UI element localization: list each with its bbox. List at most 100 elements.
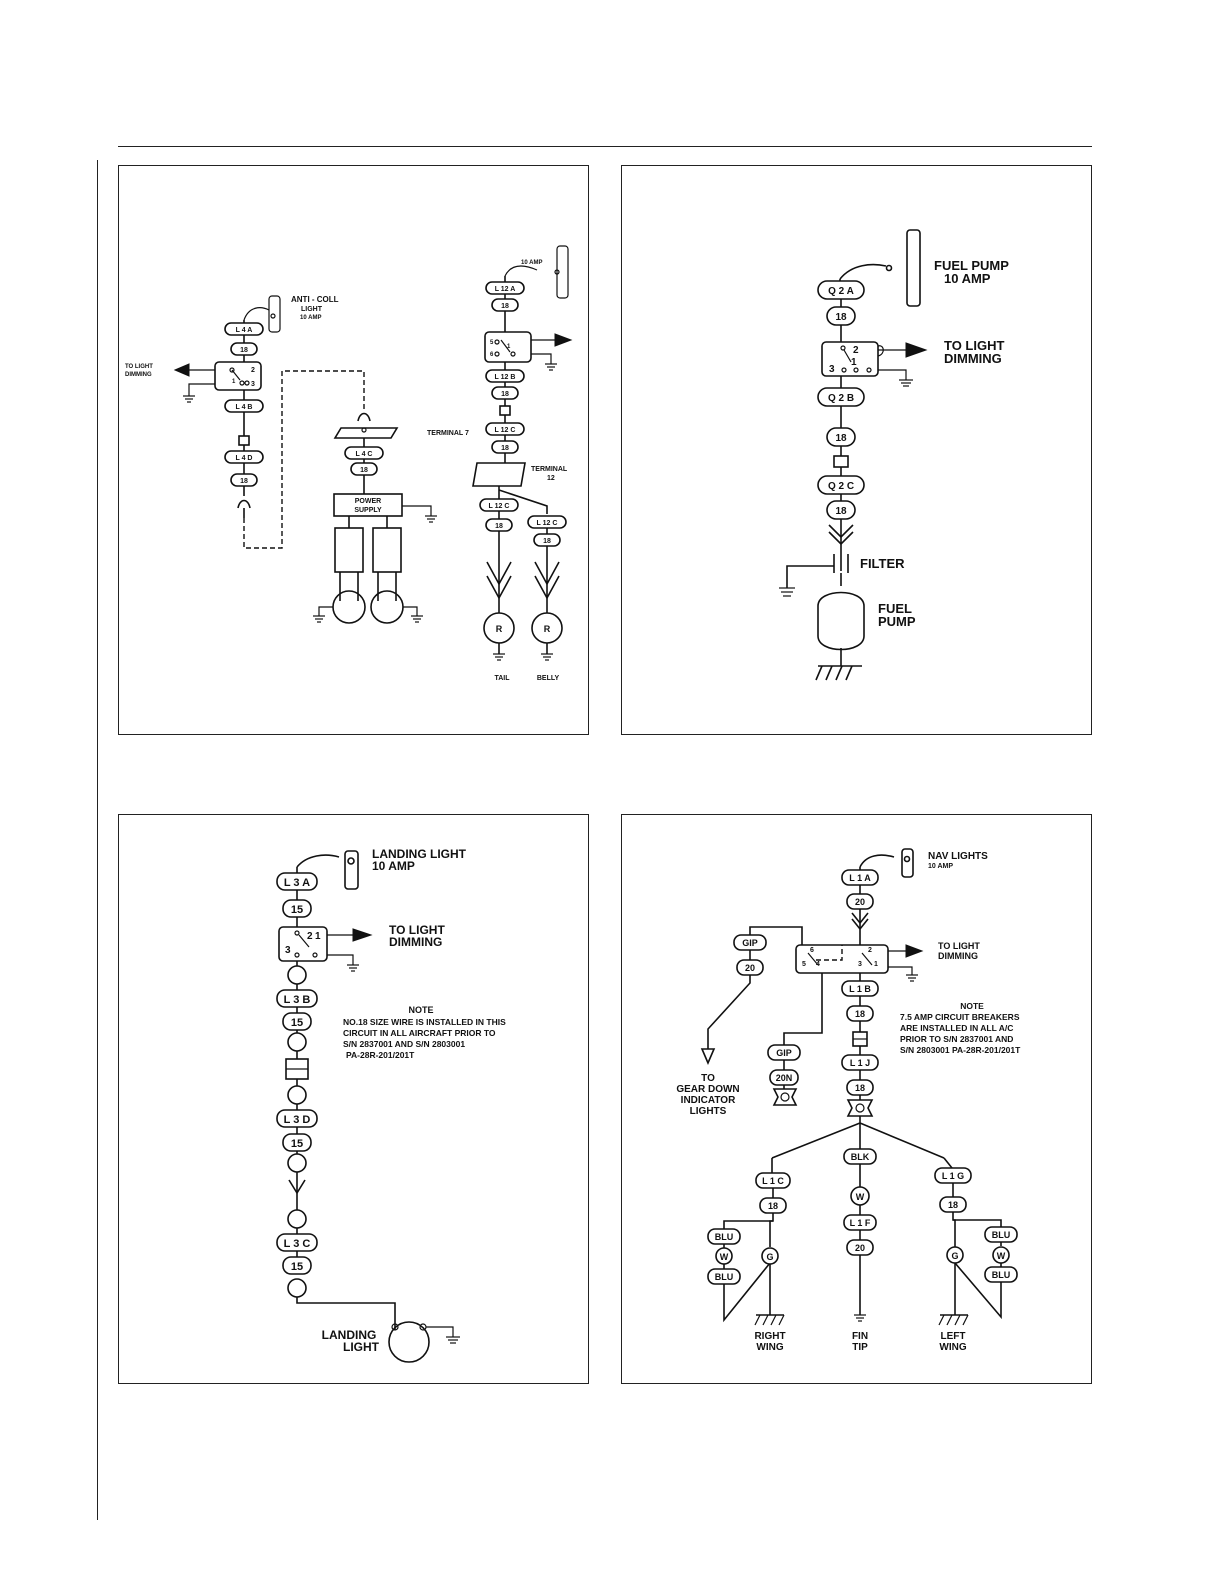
ground-icon [854,1314,866,1322]
svg-text:L 12 C: L 12 C [495,427,516,434]
svg-text:20: 20 [855,1243,865,1253]
svg-text:L 12 B: L 12 B [495,374,516,381]
svg-text:1: 1 [315,931,321,942]
svg-text:G: G [766,1252,773,1262]
circuit-breaker-icon [268,295,281,333]
terminal-block [472,462,526,487]
svg-text:TERMINAL: TERMINAL [531,466,568,473]
svg-text:2: 2 [853,345,859,356]
svg-text:L 1 J: L 1 J [850,1058,870,1068]
svg-text:W: W [856,1192,865,1202]
svg-text:TO LIGHT: TO LIGHT [389,923,445,937]
svg-text:ARE INSTALLED IN ALL A/C: ARE INSTALLED IN ALL A/C [900,1023,1013,1033]
svg-text:L 3 C: L 3 C [284,1238,311,1250]
svg-text:LANDING: LANDING [322,1328,377,1342]
svg-text:Q 2 A: Q 2 A [828,286,854,297]
svg-text:15: 15 [291,1017,303,1029]
svg-text:WING: WING [756,1342,783,1353]
svg-text:L 1 G: L 1 G [942,1171,964,1181]
flash-tube [334,527,364,573]
fuel-pump-icon [817,591,865,651]
note-title: NOTE [960,1001,984,1011]
anticoll-light-diagram: ANTI - COLL LIGHT 10 AMP L 4 A 18 2 1 3 … [118,165,589,735]
svg-text:TO LIGHT: TO LIGHT [944,338,1004,353]
note-line: 7.5 AMP CIRCUIT BREAKERS [900,1012,1020,1022]
connector-icon [851,912,869,931]
connector-icon [288,1179,306,1195]
connector-cap [772,1088,798,1106]
fuel-pump-schematic: FUEL PUMP 10 AMP Q 2 A 18 2 1 3 TO LIGHT… [779,229,1009,681]
svg-text:18: 18 [855,1083,865,1093]
svg-text:1: 1 [232,379,236,385]
belly-label: BELLY [537,675,560,682]
arrow-down-icon [700,1048,716,1066]
ground-icon [347,964,359,972]
svg-text:BLU: BLU [715,1272,734,1282]
svg-text:18: 18 [835,312,847,323]
svg-text:DIMMING: DIMMING [389,935,442,949]
dimmer-switch [214,361,262,391]
svg-text:L 4 A: L 4 A [236,327,253,334]
breaker-label: LANDING LIGHT [372,847,467,861]
svg-text:TERMINAL 7: TERMINAL 7 [427,430,469,437]
svg-text:20: 20 [855,897,865,907]
svg-text:15: 15 [291,1138,303,1150]
svg-text:20N: 20N [776,1073,793,1083]
svg-text:10 AMP: 10 AMP [521,260,542,266]
left-wing-label: LEFT [941,1331,966,1342]
svg-text:5: 5 [490,340,494,346]
svg-text:18: 18 [501,445,509,452]
svg-text:L 1 A: L 1 A [849,873,871,883]
svg-text:FUEL: FUEL [878,601,912,616]
connector-icon [237,499,251,509]
breaker-label: FUEL PUMP [934,258,1009,273]
arrow-right-icon [352,928,373,942]
circuit-breaker-icon [901,848,914,878]
filter-label: FILTER [860,556,905,571]
svg-text:10 AMP: 10 AMP [300,315,321,321]
ground-icon [183,395,195,403]
svg-text:POWER: POWER [355,498,381,505]
terminal-block [333,427,399,439]
svg-text:G: G [951,1251,958,1261]
gear-down-label: TO [701,1073,715,1084]
svg-text:LIGHT: LIGHT [343,1340,380,1354]
svg-text:S/N 2803001 PA-28R-201/201T: S/N 2803001 PA-28R-201/201T [900,1045,1021,1055]
connector-icon [828,524,854,546]
anticoll-schematic: ANTI - COLL LIGHT 10 AMP L 4 A 18 2 1 3 … [125,245,573,682]
svg-text:3: 3 [251,381,255,388]
svg-text:CIRCUIT IN ALL AIRCRAFT PRIOR: CIRCUIT IN ALL AIRCRAFT PRIOR TO [343,1028,496,1038]
svg-text:18: 18 [835,433,847,444]
dimmer-switch [484,331,532,363]
header-rule [118,146,1092,147]
svg-text:5: 5 [802,961,806,968]
margin-rule [97,160,98,1520]
circuit-breaker-icon [344,850,359,890]
landing-light-schematic: LANDING LIGHT 10 AMP L 3 A 15 2 1 3 TO L… [276,847,506,1363]
splice-icon [846,1099,874,1117]
circuit-breaker-icon [906,229,921,307]
fuel-pump-diagram: FUEL PUMP 10 AMP Q 2 A 18 2 1 3 TO LIGHT… [621,165,1092,735]
nav-lights-diagram: NAV LIGHTS 10 AMP L 1 A 20 6 5 4 2 3 1 T… [621,814,1092,1384]
svg-text:6: 6 [490,352,494,358]
fuse-icon [833,455,849,468]
svg-text:DIMMING: DIMMING [125,372,152,378]
svg-text:15: 15 [291,904,303,916]
ground-icon [899,379,913,387]
fin-tip-label: FIN [852,1331,868,1342]
landing-light-icon [388,1321,430,1363]
svg-text:L 4 B: L 4 B [236,404,253,411]
arrow-left-icon [173,363,190,377]
svg-text:PA-28R-201/201T: PA-28R-201/201T [346,1050,415,1060]
svg-text:WING: WING [939,1342,966,1353]
svg-text:TO LIGHT: TO LIGHT [125,364,153,370]
svg-text:GIP: GIP [742,938,758,948]
tail-label: TAIL [494,675,510,682]
arrow-right-icon [905,944,924,958]
power-supply-box [333,493,403,517]
svg-text:L 1 B: L 1 B [849,984,871,994]
svg-text:LIGHTS: LIGHTS [690,1106,727,1117]
svg-text:18: 18 [543,538,551,545]
svg-text:L 4 D: L 4 D [236,455,253,462]
right-wing-label: RIGHT [754,1331,785,1342]
